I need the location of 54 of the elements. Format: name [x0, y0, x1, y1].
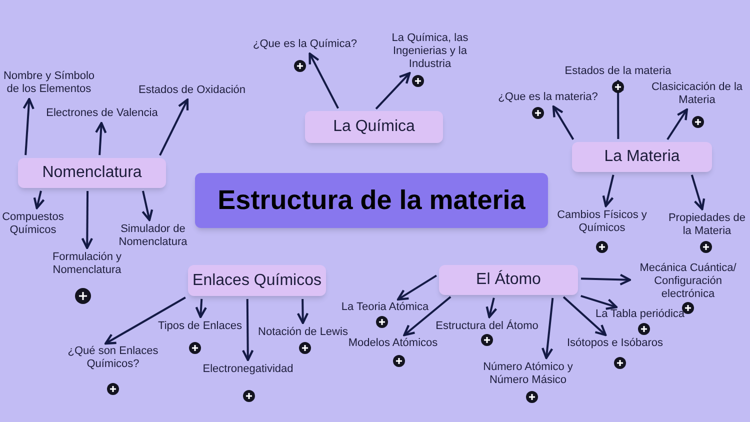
arrow — [95, 122, 107, 156]
arrow — [375, 72, 411, 110]
topic-box: La Materia — [572, 142, 712, 172]
subtopic-label: Estados de la materia — [564, 65, 672, 78]
arrow — [22, 98, 34, 156]
arrow — [580, 274, 632, 286]
subtopic-label: Estados de Oxidación — [138, 84, 246, 97]
subtopic-label: Nombre y Símbolo de los Elementos — [0, 70, 98, 96]
subtopic-label: Propiedades de la Materia — [665, 212, 749, 238]
arrow — [308, 52, 339, 109]
arrow — [690, 174, 706, 210]
arrow — [104, 296, 186, 345]
subtopic-label: Tipos de Enlaces — [158, 320, 242, 333]
subtopic-label: ¿Qué son Enlaces Químicos? — [63, 345, 163, 371]
subtopic-label: Clasicicación de la Materia — [651, 81, 743, 107]
subtopic-label: Compuestos Químicos — [0, 211, 66, 237]
arrow — [396, 274, 437, 300]
arrow — [159, 98, 189, 156]
arrow — [195, 298, 207, 318]
arrow — [81, 190, 94, 250]
subtopic-label: Formulación y Nomenclatura — [45, 251, 129, 277]
subtopic-label: Notación de Lewis — [258, 326, 348, 339]
subtopic-label: Electrones de Valencia — [46, 107, 158, 120]
arrow — [296, 298, 309, 324]
arrow — [142, 190, 154, 222]
subtopic-label: La Química, las Ingenierias y la Industria — [380, 32, 480, 71]
subtopic-label: Modelos Atómicos — [348, 337, 438, 350]
subtopic-label: ¿Que es la Química? — [253, 38, 357, 51]
subtopic-label: Simulador de Nomenclatura — [108, 223, 198, 249]
topic-box: La Química — [305, 111, 443, 143]
topic-box: El Átomo — [439, 265, 578, 295]
subtopic-label: Cambios Físicos y Químicos — [552, 209, 652, 235]
arrow — [33, 190, 45, 210]
subtopic-label: Electronegatividad — [202, 363, 294, 376]
arrow — [580, 294, 618, 310]
arrow — [403, 296, 452, 336]
title-box: Estructura de la materia — [195, 173, 548, 228]
subtopic-label: ¿Que es la materia? — [498, 91, 598, 104]
arrow — [486, 298, 498, 318]
arrow — [562, 296, 607, 336]
subtopic-label: Estructura del Átomo — [436, 320, 538, 333]
subtopic-label: La Teoria Atómica — [341, 301, 429, 314]
arrow — [612, 80, 624, 139]
topic-box: Enlaces Químicos — [188, 265, 326, 296]
arrow — [666, 108, 688, 140]
topic-box: Nomenclatura — [18, 158, 166, 188]
arrow — [552, 106, 574, 140]
subtopic-label: Número Atómico y Número Másico — [478, 361, 578, 387]
subtopic-label: Isótopos e Isóbaros — [567, 337, 663, 350]
arrow — [242, 298, 254, 362]
arrow — [602, 174, 614, 208]
subtopic-label: Mecánica Cuántica/ Configuración electrónica — [633, 262, 743, 301]
arrow — [541, 298, 554, 360]
subtopic-label: La Tabla periódica — [595, 308, 685, 321]
